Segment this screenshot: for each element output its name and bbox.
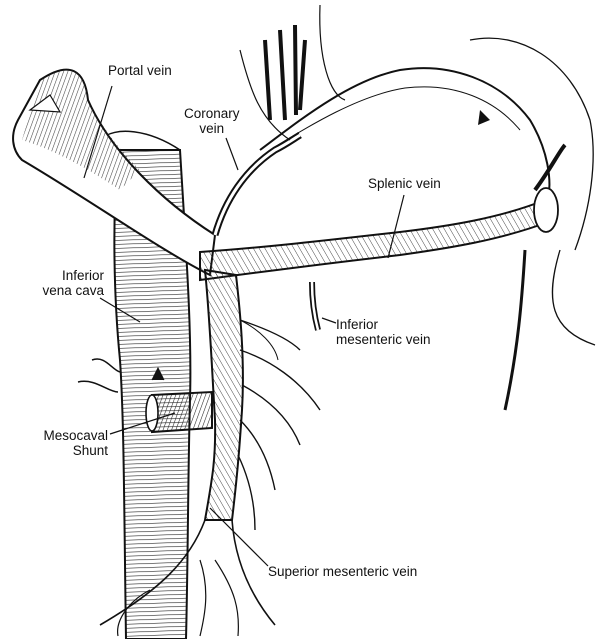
superior-mesenteric-vein-shape bbox=[99, 268, 321, 637]
label-ivc-line1: Inferior bbox=[61, 268, 104, 283]
label-mesocaval-line2: Shunt bbox=[72, 443, 108, 458]
coronary-vein-shape bbox=[211, 4, 346, 236]
label-inferior-mesenteric-vein: Inferior mesenteric vein bbox=[336, 317, 431, 347]
label-imv-line1: Inferior bbox=[336, 317, 379, 332]
stomach-outline bbox=[259, 37, 596, 346]
splenic-vein-shape bbox=[199, 198, 550, 282]
label-superior-mesenteric-vein: Superior mesenteric vein bbox=[268, 564, 417, 579]
label-portal-vein-text: Portal vein bbox=[108, 63, 172, 78]
label-inferior-vena-cava: Inferior vena cava bbox=[22, 268, 104, 298]
portal-vein-shape bbox=[12, 68, 217, 277]
label-coronary-vein-line2: vein bbox=[199, 121, 225, 136]
splenic-hilum-shape bbox=[503, 143, 567, 411]
label-smv-text: Superior mesenteric vein bbox=[268, 564, 418, 579]
label-imv-line2: mesenteric vein bbox=[336, 332, 431, 347]
label-mesocaval-line1: Mesocaval bbox=[43, 428, 108, 443]
label-mesocaval-shunt: Mesocaval Shunt bbox=[22, 428, 108, 458]
label-splenic-vein-text: Splenic vein bbox=[368, 176, 441, 191]
label-portal-vein: Portal vein bbox=[108, 63, 172, 78]
label-coronary-vein: Coronary vein bbox=[184, 106, 240, 136]
label-ivc-line2: vena cava bbox=[42, 283, 104, 298]
leader-lines bbox=[83, 85, 405, 567]
label-coronary-vein-line1: Coronary bbox=[184, 106, 240, 121]
label-splenic-vein: Splenic vein bbox=[368, 176, 441, 191]
inferior-mesenteric-vein-shape bbox=[309, 281, 321, 331]
